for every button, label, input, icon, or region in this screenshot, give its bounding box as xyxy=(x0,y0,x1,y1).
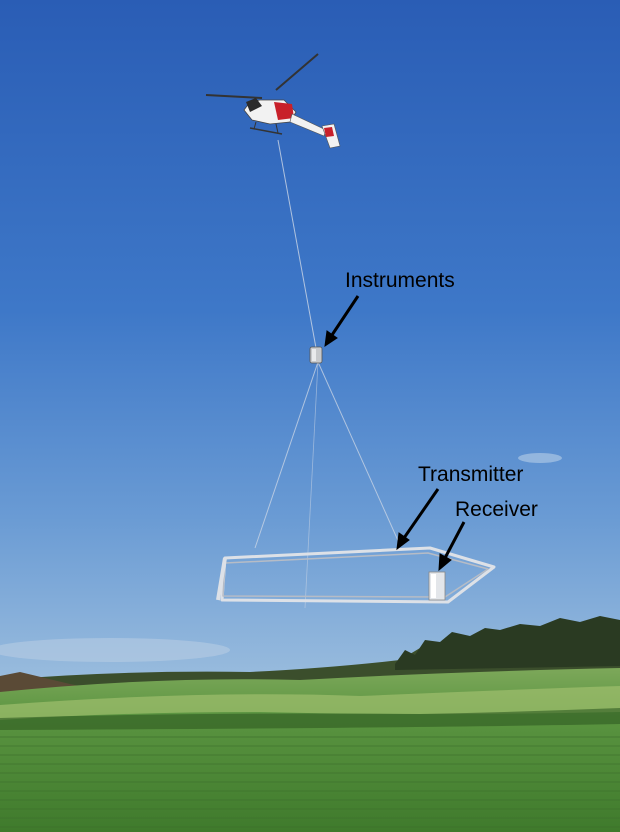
receiver-coil xyxy=(428,571,446,601)
tree-line xyxy=(395,616,620,670)
cloud xyxy=(0,638,230,662)
arrow-to-instruments xyxy=(324,295,360,348)
arrow-to-transmitter xyxy=(396,488,440,551)
label-transmitter: Transmitter xyxy=(418,463,524,486)
suspension-cable xyxy=(317,361,401,546)
field-hill-band xyxy=(0,686,620,720)
suspension-cable xyxy=(304,361,319,609)
transmitter-frame xyxy=(216,546,496,604)
tow-cable xyxy=(277,139,317,349)
main-rotor xyxy=(275,53,319,91)
suspension-cable xyxy=(254,361,319,549)
main-rotor xyxy=(205,94,263,99)
cloud xyxy=(518,453,562,463)
label-receiver: Receiver xyxy=(455,498,538,521)
crop-rows xyxy=(0,730,620,832)
helicopter xyxy=(205,53,341,149)
label-instruments: Instruments xyxy=(345,269,455,292)
arrow-to-receiver xyxy=(438,521,466,572)
sky xyxy=(0,0,620,690)
field-shadow-band xyxy=(0,708,620,730)
instrument-pod xyxy=(309,346,323,364)
